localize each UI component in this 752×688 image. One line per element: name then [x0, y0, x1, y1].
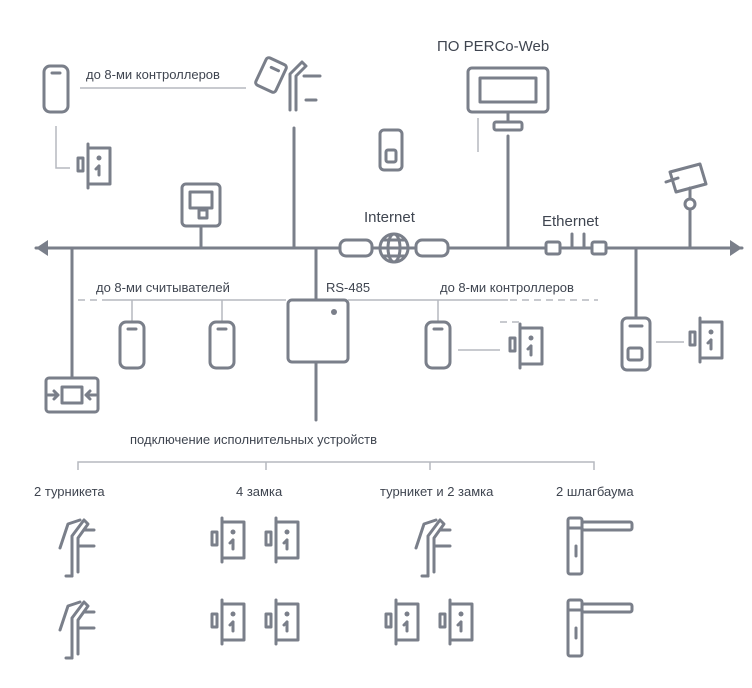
group-label: 2 турникета [34, 484, 105, 499]
card-reader-icon [424, 320, 452, 370]
readers-label: до 8-ми считывателей [96, 280, 230, 295]
arrow-left-icon [36, 240, 48, 256]
turnstile-icon [288, 60, 322, 112]
group-label: 2 шлагбаума [556, 484, 634, 499]
card-reader-icon [118, 320, 146, 370]
ethernet-plug-icon [590, 240, 608, 256]
software-label: ПО PERCo-Web [437, 38, 549, 55]
barrier-icon [566, 598, 634, 658]
card-reader-icon [208, 320, 236, 370]
connector-icon [414, 238, 450, 258]
connector-line [55, 126, 70, 169]
turnstile-icon [414, 518, 452, 578]
controllers-mid-label: до 8-ми контроллеров [440, 280, 574, 295]
ethernet-label: Ethernet [542, 213, 600, 230]
bracket-line [77, 461, 595, 470]
globe-icon [378, 232, 410, 264]
arrow-right-icon [730, 240, 742, 256]
door-lock-icon [688, 316, 724, 364]
gate-device-icon [44, 376, 100, 414]
door-lock-icon [508, 322, 544, 370]
door-lock-icon [438, 598, 474, 646]
controllers-top-label: до 8-ми контроллеров [86, 67, 220, 82]
door-lock-icon [384, 598, 420, 646]
monitor-icon [466, 66, 550, 132]
barrier-icon [566, 516, 634, 576]
turnstile-icon [58, 518, 96, 578]
turnstile-icon [58, 600, 96, 660]
door-lock-icon [210, 516, 246, 564]
controller-icon [378, 128, 404, 172]
card-reader-icon [254, 56, 288, 94]
door-lock-icon [264, 516, 300, 564]
door-lock-icon [76, 142, 112, 190]
door-lock-icon [264, 598, 300, 646]
internet-label: Internet [364, 209, 416, 226]
group-label: 4 замка [236, 484, 283, 499]
controller-icon [286, 298, 350, 364]
rs485-label: RS-485 [326, 280, 370, 295]
actuators-label: подключение исполнительных устройств [130, 432, 377, 447]
terminal-icon [180, 182, 222, 228]
ethernet-plug-icon [544, 240, 562, 256]
card-reader-icon [42, 64, 70, 114]
camera-icon [664, 162, 708, 211]
group-label: турникет и 2 замка [380, 484, 494, 499]
door-lock-icon [210, 598, 246, 646]
keypad-reader-icon [620, 316, 652, 372]
connector-icon [338, 238, 374, 258]
